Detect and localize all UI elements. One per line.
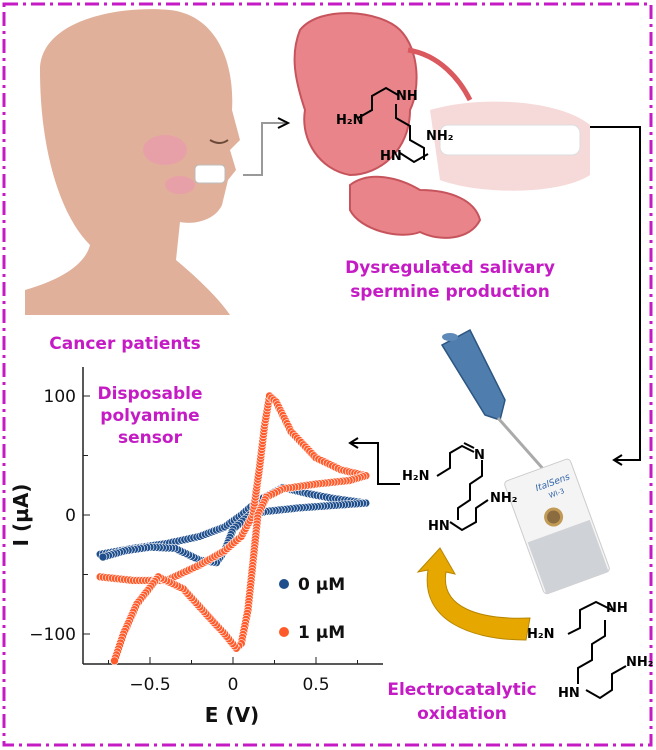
cancer-patients-label: Cancer patients [49,334,201,354]
cv-chart: −0.5 0 0.5 100 0 −100 E (V) I (µA) 0 µM 1 µM [9,367,383,727]
oxidation-arrow-icon [416,547,531,641]
nh-label: NH [606,601,628,616]
oxidation-label-line2: oxidation [417,704,507,724]
h2n-label: H₂N [336,113,363,128]
data-point-series-0 [98,552,108,562]
legend-label-1: 1 µM [298,623,345,643]
y-tick-label: −100 [29,625,76,645]
salivary-gland-illustration [293,12,590,239]
x-axis-label: E (V) [205,703,259,727]
hn-label: HN [428,519,450,534]
patient-head-illustration [25,9,240,316]
arrow-gland-to-sensor [585,126,641,461]
hn-label: HN [380,149,402,164]
nh2-label: NH₂ [426,129,453,144]
submandibular-gland-icon [165,176,195,194]
sensor-label-line2: polyamine [100,406,200,426]
y-axis-label: I (µA) [9,484,33,547]
arrow-molecule-to-chart [352,442,400,485]
h2n-label: H₂N [402,469,429,484]
sensor-label-line1: Disposable [97,384,203,404]
legend-marker-0 [279,579,289,589]
y-tick-label: 100 [44,387,76,407]
spermine-molecule-top: H₂N NH HN NH₂ [336,86,453,164]
hn-label: HN [558,686,580,701]
closed-eye-icon [209,139,229,144]
working-electrode-icon [544,507,564,527]
x-tick-label: −0.5 [129,675,170,695]
sensor-strip: ItalSens WI-3 [504,458,610,595]
spermine-molecule-bottom: H₂N NH HN NH₂ [527,600,653,701]
nh2-label: NH₂ [490,491,517,506]
data-point-series-1 [110,656,119,666]
dysregulated-label-line1: Dysregulated salivary [345,258,555,278]
sensor-label-line3: sensor [118,428,182,448]
y-tick-label: 0 [65,506,76,526]
nh-label: NH [396,89,418,104]
oxidation-label-line1: Electrocatalytic [387,680,537,700]
teeth-icon [194,164,226,184]
arrow-head-to-gland [243,122,285,176]
x-tick-label: 0.5 [302,675,329,695]
h2n-label: H₂N [527,627,554,642]
legend-marker-1 [279,627,289,637]
parotid-gland-icon [143,135,187,165]
oxidized-spermine-molecule: H₂N N HN NH₂ [402,442,517,534]
nh2-label: NH₂ [626,655,653,670]
dysregulated-label-line2: spermine production [350,282,550,302]
legend-label-0: 0 µM [298,575,345,595]
pipette-icon [440,328,562,489]
teeth-icon [439,124,581,156]
n-label: N [474,448,485,463]
x-tick-label: 0 [228,675,239,695]
